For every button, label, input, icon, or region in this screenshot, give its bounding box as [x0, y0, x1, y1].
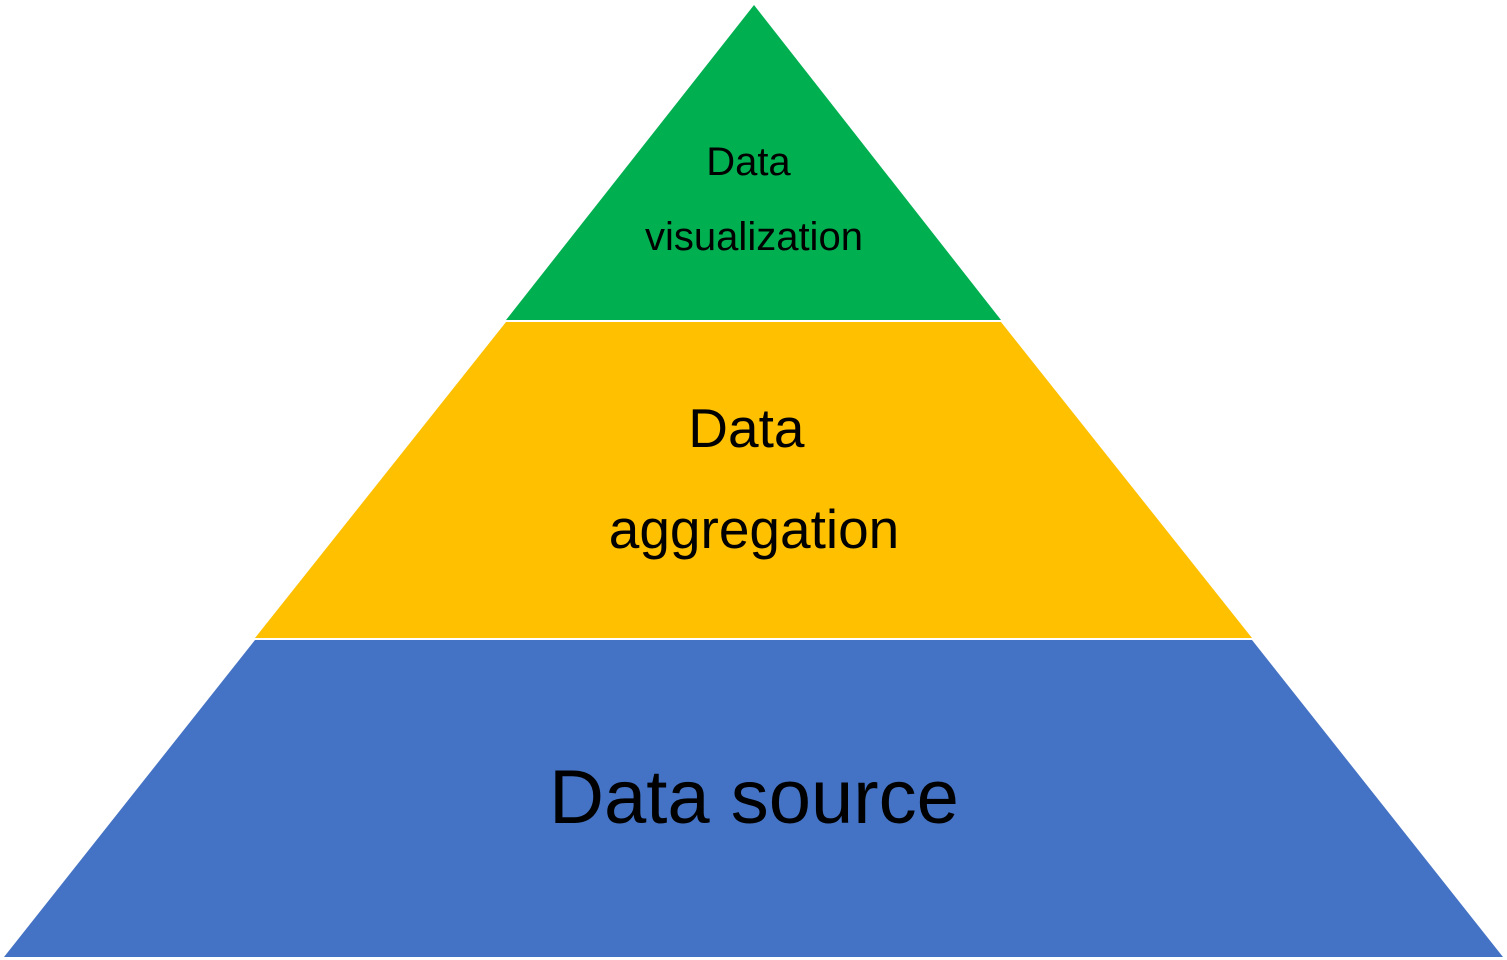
tier-top-label-line-1: Data — [706, 140, 791, 184]
tier-middle-shape — [255, 322, 1252, 638]
tier-bottom-shape — [4, 640, 1503, 957]
tier-top-shape — [506, 5, 1001, 320]
tier-middle-label-line-2: aggregation — [609, 498, 900, 560]
tier-bottom-label-line-1: Data source — [549, 755, 959, 840]
tier-middle-label-line-1: Data — [688, 397, 805, 459]
tier-middle-label: Data aggregation — [609, 397, 900, 560]
tier-top-label: Data visualization — [645, 140, 863, 259]
tier-bottom-label: Data source — [549, 755, 959, 840]
tier-top-label-line-2: visualization — [645, 215, 863, 259]
